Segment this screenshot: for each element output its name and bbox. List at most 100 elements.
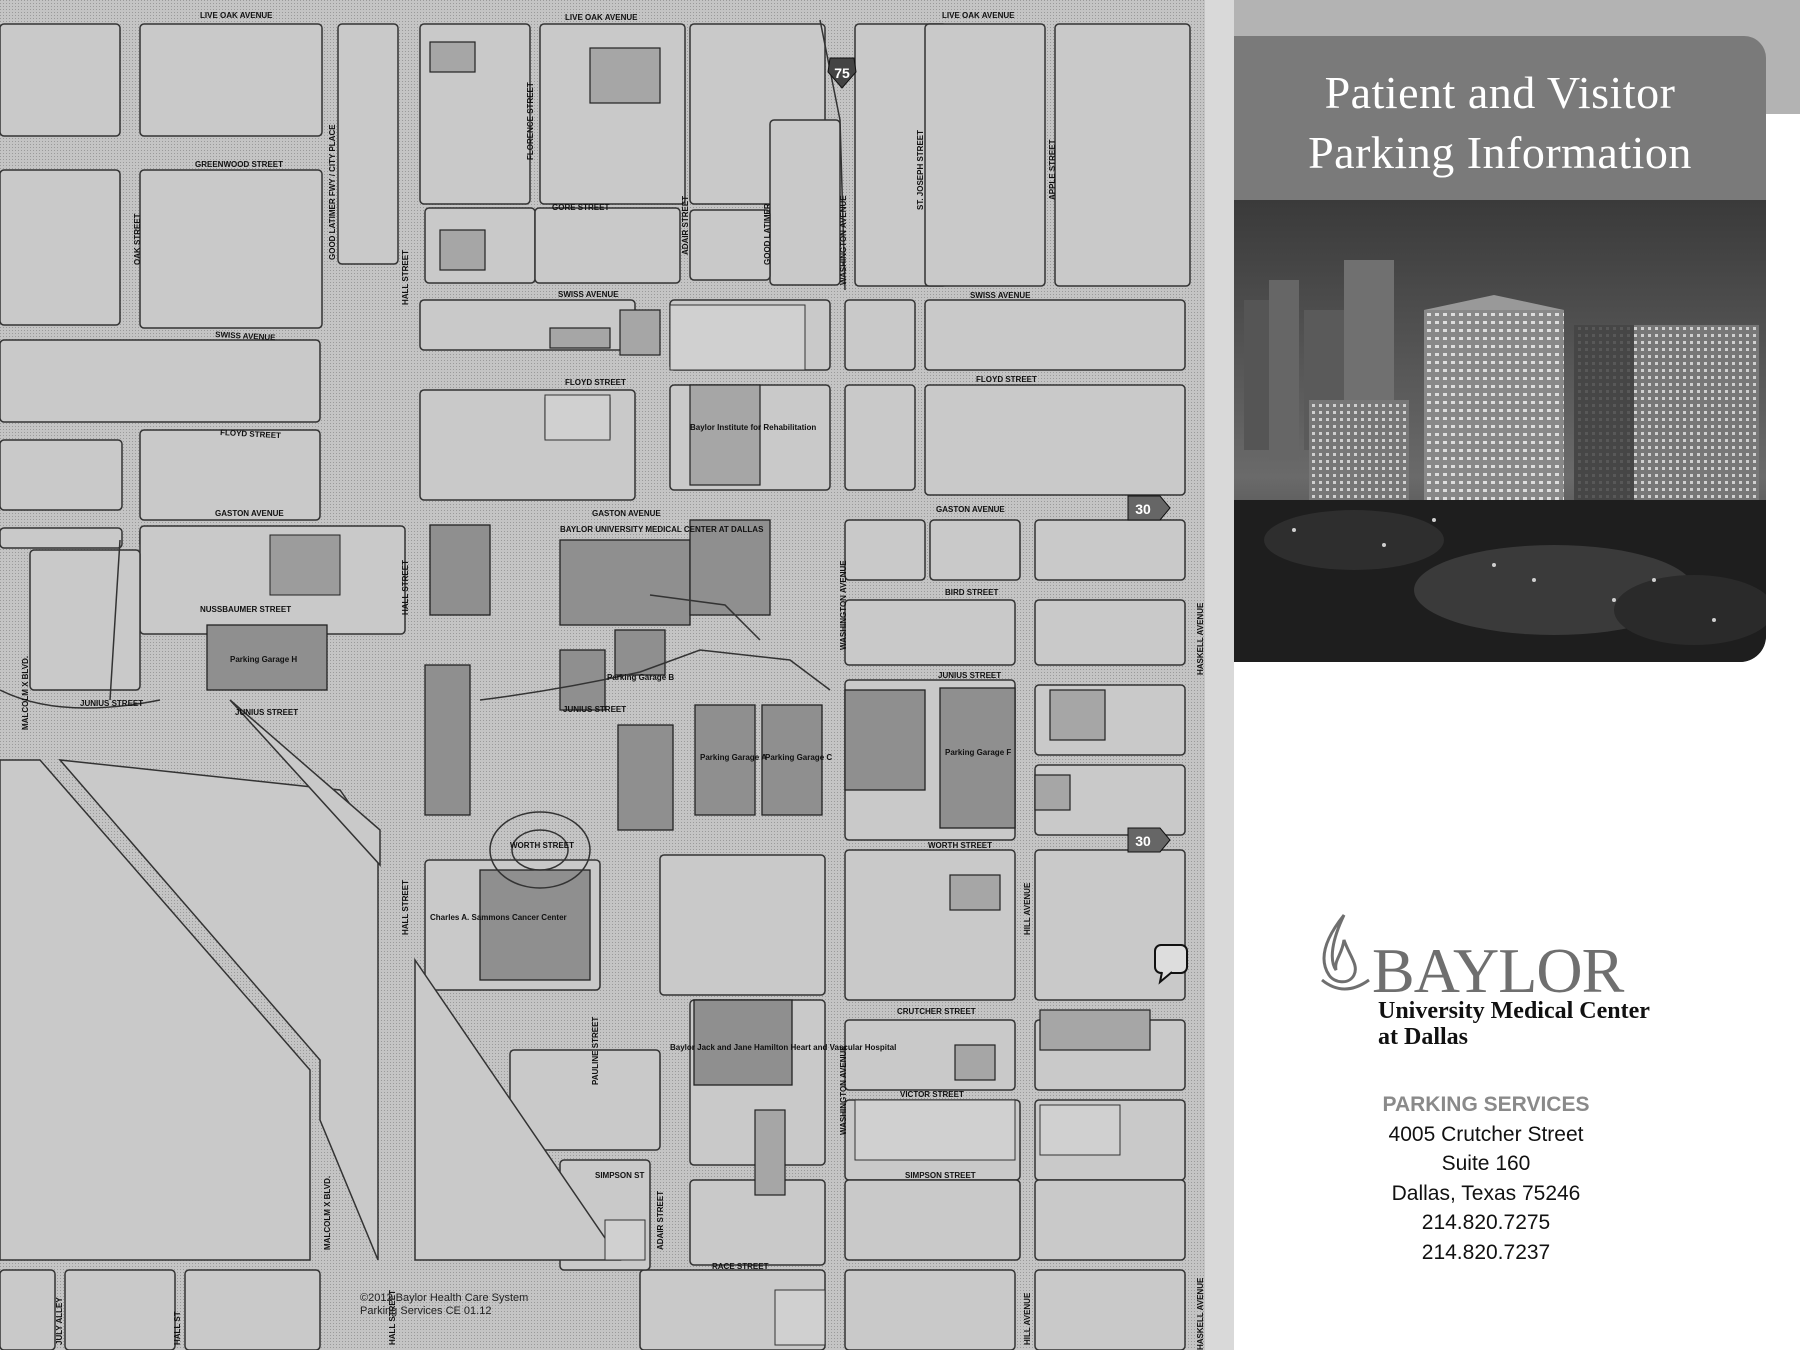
street-label: LIVE OAK AVENUE bbox=[565, 13, 638, 22]
street-label: HILL AVENUE bbox=[1023, 1292, 1032, 1345]
street-label: ST. JOSEPH STREET bbox=[916, 130, 925, 210]
street-label: HALL STREET bbox=[401, 560, 410, 615]
street-label: SIMPSON ST bbox=[595, 1171, 644, 1180]
place-label: Baylor Institute for Rehabilitation bbox=[690, 423, 816, 432]
copyright-line: Parking Services CE 01.12 bbox=[360, 1305, 492, 1317]
contact-city: Dallas, Texas 75246 bbox=[1391, 1181, 1581, 1205]
highway-shield-75: 75 bbox=[827, 57, 857, 89]
place-label: BAYLOR UNIVERSITY MEDICAL CENTER AT DALL… bbox=[560, 525, 764, 534]
campus-map-svg: 75 30 30 LIVE OAK AVENUE LIVE OAK AVENUE… bbox=[0, 0, 1234, 1351]
street-label: MALCOLM X BLVD. bbox=[323, 1176, 332, 1250]
street-label: JUNIUS STREET bbox=[80, 699, 143, 708]
street-label: SIMPSON STREET bbox=[905, 1171, 976, 1180]
street-label: HALL STREET bbox=[388, 1290, 397, 1345]
street-label: WASHINGTON AVENUE bbox=[839, 195, 848, 285]
contact-heading: PARKING SERVICES bbox=[1382, 1093, 1590, 1116]
street-label: GASTON AVENUE bbox=[592, 509, 661, 518]
street-label: HALL ST bbox=[173, 1311, 182, 1345]
roads bbox=[0, 19, 846, 889]
place-label: Baylor Jack and Jane Hamilton Heart and … bbox=[670, 1043, 896, 1052]
hospital-photo bbox=[1234, 200, 1766, 662]
street-label: HASKELL AVENUE bbox=[1196, 1277, 1205, 1350]
street-label: SWISS AVENUE bbox=[558, 290, 619, 299]
street-label: RACE STREET bbox=[712, 1262, 769, 1271]
street-labels: LIVE OAK AVENUE LIVE OAK AVENUE LIVE OAK… bbox=[80, 11, 1037, 1271]
street-label: LIVE OAK AVENUE bbox=[200, 11, 273, 20]
campus-map[interactable]: 75 30 30 LIVE OAK AVENUE LIVE OAK AVENUE… bbox=[0, 0, 1234, 1351]
street-label: SWISS AVENUE bbox=[970, 291, 1031, 300]
street-label: HASKELL AVENUE bbox=[1196, 602, 1205, 675]
street-label: JUNIUS STREET bbox=[235, 708, 298, 717]
street-label: JULY ALLEY bbox=[55, 1297, 64, 1345]
contact-address-line-2: Suite 160 bbox=[1441, 1152, 1531, 1175]
title-box: Patient and Visitor Parking Information bbox=[1234, 36, 1766, 204]
street-label: OAK STREET bbox=[133, 213, 142, 265]
highway-label-30a: 30 bbox=[1135, 501, 1151, 517]
street-label: ADAIR STREET bbox=[681, 196, 690, 255]
info-bubble-icon[interactable] bbox=[1154, 944, 1188, 985]
street-label: GASTON AVENUE bbox=[215, 509, 284, 518]
title-line-2: Parking Information bbox=[1308, 127, 1692, 178]
street-label: HALL STREET bbox=[401, 250, 410, 305]
place-label: Parking Garage H bbox=[230, 655, 297, 664]
street-label: WASHINGTON AVENUE bbox=[839, 560, 848, 650]
copyright-line: ©2012 Baylor Health Care System bbox=[360, 1292, 529, 1304]
street-label: FLOYD STREET bbox=[976, 375, 1037, 384]
brand-name: BAYLOR bbox=[1372, 935, 1624, 1006]
contact-phone-1[interactable]: 214.820.7275 bbox=[1421, 1211, 1551, 1234]
street-label: VICTOR STREET bbox=[900, 1090, 964, 1099]
highway-label-30b: 30 bbox=[1135, 833, 1151, 849]
street-label: JUNIUS STREET bbox=[563, 705, 626, 714]
street-label: FLOYD STREET bbox=[565, 378, 626, 387]
street-label: WASHINGTON AVENUE bbox=[839, 1045, 848, 1135]
parking-lots bbox=[544, 304, 1121, 1346]
hospital-photo-svg bbox=[1234, 200, 1766, 662]
brand-subtitle-1: University Medical Center bbox=[1378, 998, 1650, 1024]
street-label: GOOD LATIMER bbox=[763, 203, 772, 265]
contact-address-line-1: 4005 Crutcher Street bbox=[1388, 1122, 1584, 1146]
diagonal-blocks bbox=[0, 699, 622, 1261]
street-label: WORTH STREET bbox=[928, 841, 992, 850]
minor-buildings bbox=[429, 41, 1151, 1196]
info-panel: Patient and Visitor Parking Information bbox=[1234, 0, 1800, 1350]
street-label: FLORENCE STREET bbox=[526, 82, 535, 160]
highway-shield-30-south: 30 bbox=[1127, 827, 1171, 853]
contact-phone-2[interactable]: 214.820.7237 bbox=[1421, 1240, 1551, 1264]
flame-icon bbox=[1321, 914, 1370, 991]
place-label: Parking Garage F bbox=[945, 748, 1011, 757]
street-label: PAULINE STREET bbox=[591, 1017, 600, 1085]
baylor-logo bbox=[1314, 910, 1754, 1060]
street-label: SWISS AVENUE bbox=[215, 330, 277, 342]
place-labels: Parking Garage H Parking Garage B Parkin… bbox=[230, 423, 1011, 1052]
street-label: HALL STREET bbox=[401, 880, 410, 935]
place-label: Parking Garage C bbox=[765, 753, 832, 762]
highway-label-75: 75 bbox=[834, 65, 850, 81]
vertical-street-labels: OAK STREET GOOD LATIMER FWY / CITY PLACE… bbox=[21, 82, 1205, 1350]
street-label: GREENWOOD STREET bbox=[195, 160, 283, 169]
street-label: ADAIR STREET bbox=[656, 1191, 665, 1250]
highway-shield-30-north: 30 bbox=[1127, 495, 1171, 521]
map-copyright: ©2012 Baylor Health Care System Parking … bbox=[360, 1292, 528, 1318]
street-label: CRUTCHER STREET bbox=[897, 1007, 976, 1016]
place-label: Parking Garage A bbox=[700, 753, 767, 762]
contact-block: PARKING SERVICES 4005 Crutcher Street Su… bbox=[1334, 1090, 1638, 1267]
street-label: GORE STREET bbox=[552, 203, 609, 212]
place-label: Parking Garage B bbox=[607, 673, 674, 682]
street-label: NUSSBAUMER STREET bbox=[200, 605, 291, 614]
street-label: JUNIUS STREET bbox=[938, 671, 1001, 680]
street-label: HILL AVENUE bbox=[1023, 882, 1032, 935]
street-label: GASTON AVENUE bbox=[936, 505, 1005, 514]
title-line-1: Patient and Visitor bbox=[1324, 67, 1676, 118]
street-label: WORTH STREET bbox=[510, 841, 574, 850]
street-label: LIVE OAK AVENUE bbox=[942, 11, 1015, 20]
place-label: Charles A. Sammons Cancer Center bbox=[430, 913, 567, 922]
campus-buildings bbox=[206, 519, 1016, 1086]
street-label: BIRD STREET bbox=[945, 588, 998, 597]
street-label: MALCOLM X BLVD. bbox=[21, 656, 30, 730]
street-label: FLOYD STREET bbox=[220, 428, 281, 440]
street-label: APPLE STREET bbox=[1048, 139, 1057, 200]
brand-subtitle-2: at Dallas bbox=[1378, 1024, 1468, 1050]
small-building bbox=[269, 534, 341, 596]
city-blocks bbox=[0, 23, 1191, 1351]
street-label: GOOD LATIMER FWY / CITY PLACE bbox=[328, 124, 337, 260]
